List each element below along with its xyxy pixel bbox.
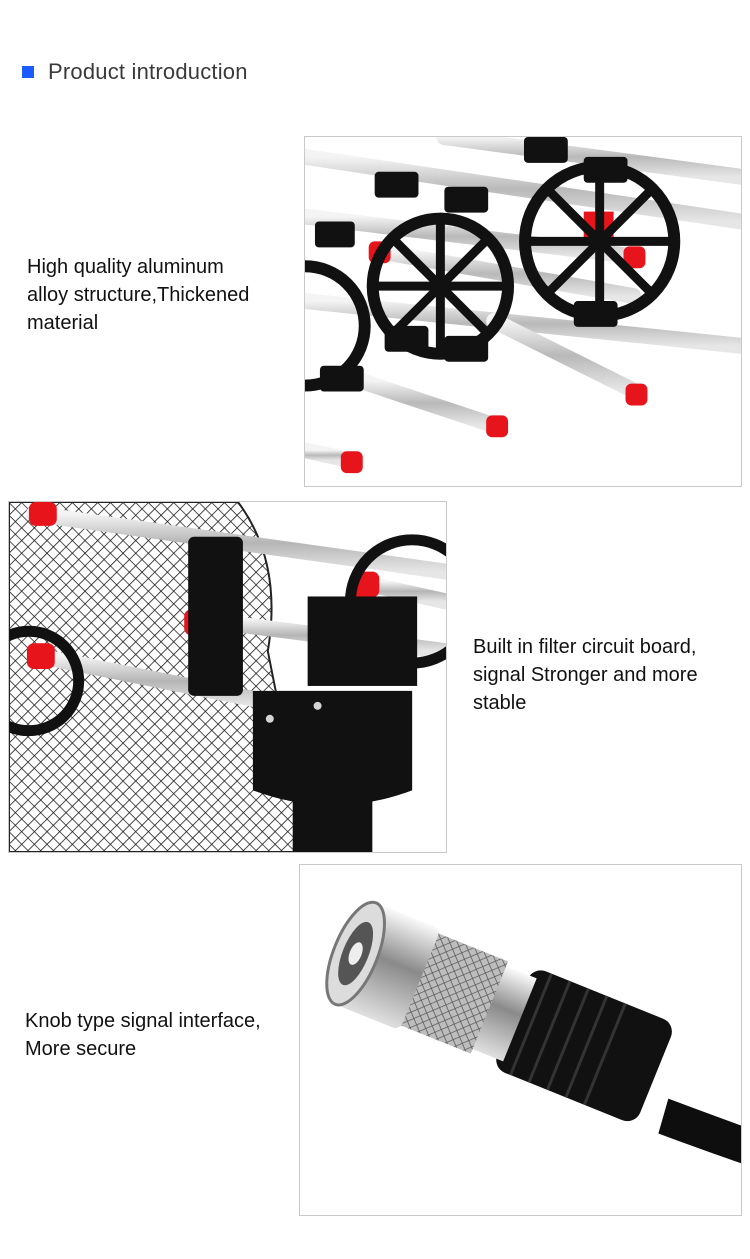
feature-2-line-1: Built in filter circuit board, xyxy=(473,636,697,658)
feature-3-line-1: Knob type signal interface, xyxy=(25,1010,261,1032)
feature-3-text: Knob type signal interface, More secure xyxy=(25,1007,295,1063)
feature-2-line-2: signal Stronger and more xyxy=(473,664,698,686)
feature-3-line-2: More secure xyxy=(25,1038,137,1060)
feature-1-image xyxy=(304,136,742,487)
feature-2-text: Built in filter circuit board, signal St… xyxy=(473,633,743,717)
feature-2-line-3: stable xyxy=(473,692,527,714)
antenna-mesh-icon xyxy=(9,502,446,852)
feature-3-image xyxy=(299,864,742,1216)
feature-1-line-2: alloy structure,Thickened xyxy=(27,284,250,306)
feature-1-line-1: High quality aluminum xyxy=(27,256,224,278)
section-title: Product introduction xyxy=(48,59,248,84)
feature-1-line-3: material xyxy=(27,312,99,334)
feature-1-text: High quality aluminum alloy structure,Th… xyxy=(27,253,292,337)
antenna-rods-icon xyxy=(305,137,741,486)
section-header: Product introduction xyxy=(22,58,248,86)
coax-connector-icon xyxy=(300,865,741,1215)
feature-2-image xyxy=(8,501,447,853)
blue-square-icon xyxy=(22,66,34,78)
